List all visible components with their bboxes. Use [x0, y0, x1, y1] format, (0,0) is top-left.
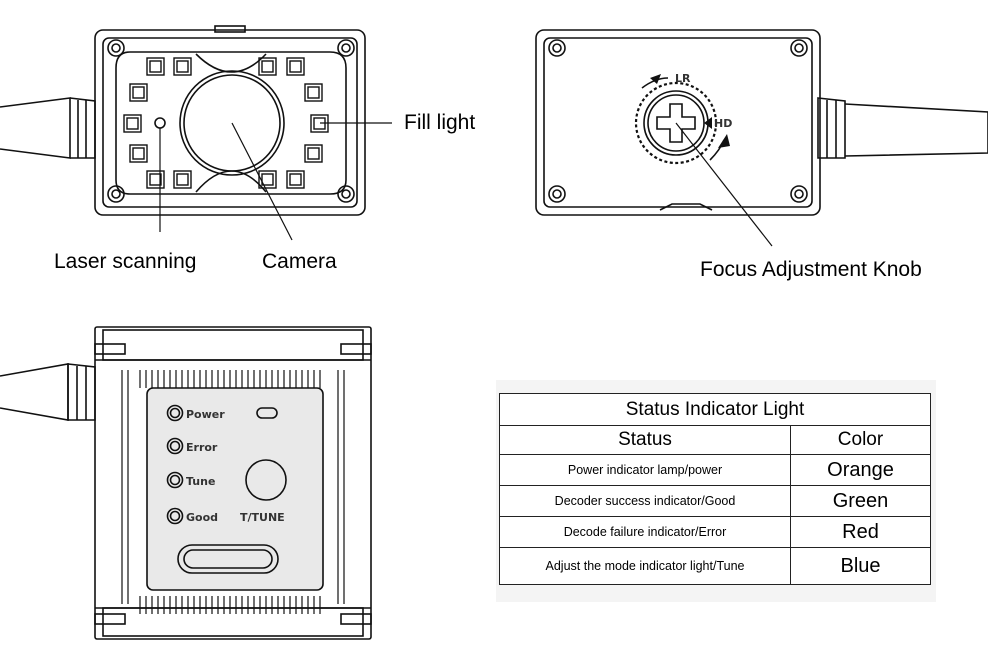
focus-knob-label: Focus Adjustment Knob [700, 258, 922, 281]
focus-knob [634, 74, 730, 165]
row-color-cell: Orange [790, 454, 931, 486]
indicator-label-power: Power [186, 408, 225, 421]
camera-lens [179, 70, 285, 176]
laser-scanning-label: Laser scanning [54, 250, 197, 273]
status-indicator-table: Status Indicator Light Status Color Powe… [499, 393, 931, 585]
back-corner-screws [548, 39, 808, 203]
lr-mark: LR [675, 72, 691, 85]
status-leds [166, 404, 184, 525]
output-slot [177, 544, 279, 574]
control-panel [146, 387, 324, 591]
table-header-row: Status Color [499, 425, 931, 455]
table-title-row: Status Indicator Light [499, 393, 931, 426]
power-led-icon [166, 404, 184, 422]
good-led-icon [166, 507, 184, 525]
cooling-fins [139, 370, 321, 614]
table-row: Power indicator lamp/power Orange [499, 454, 931, 486]
hd-mark: HD [714, 117, 732, 130]
front-cable [0, 97, 96, 159]
tune-button-label: T/TUNE [240, 511, 285, 524]
table-row: Decoder success indicator/Good Green [499, 485, 931, 517]
camera-label: Camera [262, 250, 337, 273]
row-status-cell: Decode failure indicator/Error [499, 516, 791, 548]
row-color-cell: Green [790, 485, 931, 517]
row-status-cell: Decoder success indicator/Good [499, 485, 791, 517]
error-led-icon [166, 437, 184, 455]
table-row: Adjust the mode indicator light/Tune Blu… [499, 547, 931, 585]
table-title: Status Indicator Light [499, 393, 931, 426]
tune-led-icon [166, 471, 184, 489]
fill-light-label: Fill light [404, 111, 476, 134]
header-status: Status [499, 425, 791, 455]
back-housing [535, 29, 821, 216]
row-color-cell: Red [790, 516, 931, 548]
back-cable [817, 97, 988, 159]
table-row: Decode failure indicator/Error Red [499, 516, 931, 548]
row-color-cell: Blue [790, 547, 931, 585]
indicator-label-tune: Tune [186, 475, 215, 488]
tune-button[interactable] [245, 459, 287, 501]
header-color: Color [790, 425, 931, 455]
top-cable [0, 363, 96, 421]
row-status-cell: Adjust the mode indicator light/Tune [499, 547, 791, 585]
indicator-label-good: Good [186, 511, 218, 524]
row-status-cell: Power indicator lamp/power [499, 454, 791, 486]
sensor-window [256, 407, 278, 419]
indicator-label-error: Error [186, 441, 218, 454]
top-housing [94, 326, 372, 640]
